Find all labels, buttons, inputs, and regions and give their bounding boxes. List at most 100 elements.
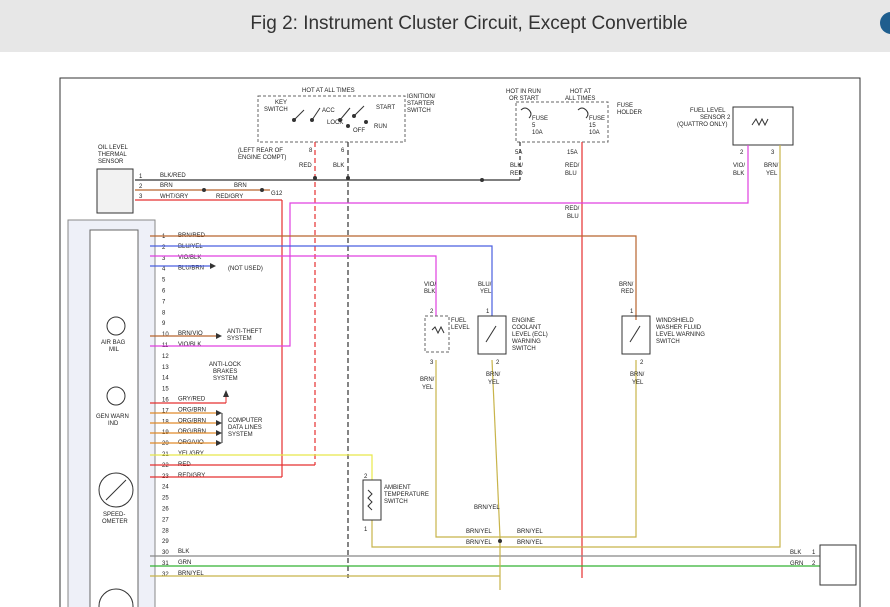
cdl-l3: SYSTEM bbox=[228, 432, 253, 438]
cluster-wire-label-17: ORG/BRN bbox=[178, 407, 206, 413]
wire-vio-blk bbox=[150, 145, 749, 347]
wire-yel-gry bbox=[150, 454, 373, 480]
fl-l2: LEVEL bbox=[451, 325, 470, 331]
amb-p2: 2 bbox=[364, 474, 368, 480]
ign-pin-6: 6 bbox=[341, 148, 345, 154]
wire-brn-red bbox=[150, 235, 637, 320]
ignition-hot-label: HOT AT ALL TIMES bbox=[302, 88, 355, 94]
cluster-pin-22: 22 bbox=[162, 463, 169, 469]
diagram-frame bbox=[59, 77, 861, 607]
cluster-pin-25: 25 bbox=[162, 496, 169, 502]
fuse15-l1: FUSE bbox=[589, 116, 605, 122]
help-icon[interactable] bbox=[880, 12, 890, 34]
amb-l2: TEMPERATURE bbox=[384, 492, 429, 498]
ws-l4: SWITCH bbox=[656, 339, 680, 345]
oil-sensor-l1: OIL LEVEL bbox=[98, 145, 128, 151]
fuse5-l1: FUSE bbox=[532, 116, 548, 122]
gauge-icon bbox=[98, 588, 134, 607]
ecl-switch-contact bbox=[485, 325, 497, 343]
cluster-wire-label-21: YEL/GRY bbox=[178, 451, 204, 457]
fuse-holder-box bbox=[515, 101, 609, 143]
cluster-pin-8: 8 bbox=[162, 310, 166, 316]
ignition-title-2: STARTER bbox=[407, 101, 435, 107]
fuel-level-sensor-box bbox=[424, 315, 450, 353]
cluster-pin-27: 27 bbox=[162, 517, 169, 523]
oil-pin-2: 2 bbox=[139, 184, 143, 190]
airbag-l2: MIL bbox=[109, 347, 120, 353]
cluster-pin-16: 16 bbox=[162, 398, 169, 404]
ws-l1: WINDSHIELD bbox=[656, 318, 694, 324]
g12-label: G12 bbox=[271, 191, 283, 197]
fuel-sensor2-l1: FUEL LEVEL bbox=[690, 108, 726, 114]
oil-brn2: BRN bbox=[234, 183, 247, 189]
ground-p1: 1 bbox=[812, 550, 816, 556]
junction-c: BRN/YEL bbox=[517, 529, 543, 535]
cluster-pin-20: 20 bbox=[162, 441, 169, 447]
fuel-level-resistor bbox=[431, 325, 445, 335]
fs2-pin2: 2 bbox=[740, 150, 744, 156]
ecl-yel2: YEL bbox=[488, 380, 500, 386]
cluster-wire-label-30: BLK bbox=[178, 549, 189, 555]
fs2-vio: VIO/ bbox=[733, 163, 745, 169]
ws-l2: WASHER FLUID bbox=[656, 325, 702, 331]
instrument-cluster-inner bbox=[89, 229, 139, 607]
ecl-p2: 2 bbox=[496, 360, 500, 366]
fuse5-l2: 5 bbox=[532, 123, 536, 129]
cluster-pin-30: 30 bbox=[162, 550, 169, 556]
ign-red-label: RED bbox=[299, 163, 312, 169]
ecl-l2: COOLANT bbox=[512, 325, 541, 331]
wire-blu-yel bbox=[150, 245, 493, 316]
cluster-pin-18: 18 bbox=[162, 419, 169, 425]
fl-l1: FUEL bbox=[451, 318, 467, 324]
ecl-p1: 1 bbox=[486, 309, 490, 315]
cluster-pin-10: 10 bbox=[162, 332, 169, 338]
acc-label: ACC bbox=[322, 108, 335, 114]
ws-yel: YEL bbox=[632, 380, 644, 386]
fl-blk: BLK bbox=[424, 289, 435, 295]
oil-sensor-box bbox=[96, 168, 134, 214]
cdl-l2: DATA LINES bbox=[228, 425, 262, 431]
ground-connector-box bbox=[819, 544, 857, 586]
junction-b: BRN/YEL bbox=[466, 529, 492, 535]
cluster-wire-label-23: RED/GRY bbox=[178, 473, 205, 479]
ecl-l5: SWITCH bbox=[512, 346, 536, 352]
oil-sensor-l2: THERMAL bbox=[98, 152, 127, 158]
fuse-hot-run-2: OR START bbox=[509, 96, 539, 102]
cluster-indicators bbox=[98, 316, 134, 607]
ecl-brn: BRN/ bbox=[486, 372, 501, 378]
wire-brn-yel-fs2 bbox=[500, 145, 781, 548]
cluster-wire-label-19: ORG/BRN bbox=[178, 429, 206, 435]
genwarn-l2: IND bbox=[108, 421, 119, 427]
fuse-blk: BLK/ bbox=[510, 163, 523, 169]
antitheft-l2: SYSTEM bbox=[227, 336, 252, 342]
abs-l1: ANTI-LOCK bbox=[209, 362, 241, 368]
wire-ecl-ground bbox=[491, 359, 501, 538]
ecl-l1: ENGINE bbox=[512, 318, 535, 324]
cluster-wire-label-11: VIO/BLK bbox=[178, 342, 201, 348]
cluster-pin-6: 6 bbox=[162, 289, 166, 295]
fuse-hot-all-2: ALL TIMES bbox=[565, 96, 595, 102]
not-used-label: (NOT USED) bbox=[228, 266, 263, 272]
fl-brn: BRN/ bbox=[420, 377, 435, 383]
off-label: OFF bbox=[353, 128, 365, 134]
fs2-pin3: 3 bbox=[771, 150, 775, 156]
ecl-switch-box bbox=[477, 315, 507, 355]
cluster-pin-26: 26 bbox=[162, 507, 169, 513]
ground-grn: GRN bbox=[790, 561, 803, 567]
speedo-l1: SPEED- bbox=[103, 512, 125, 518]
ignition-title-1: IGNITION/ bbox=[407, 94, 436, 100]
amb-l3: SWITCH bbox=[384, 499, 408, 505]
cluster-pin-31: 31 bbox=[162, 561, 169, 567]
washer-switch-box bbox=[621, 315, 651, 355]
cdl-l1: COMPUTER bbox=[228, 418, 263, 424]
fuse-red: RED bbox=[510, 171, 523, 177]
ws-red: RED bbox=[621, 289, 634, 295]
ground-blk: BLK bbox=[790, 550, 801, 556]
fl-vio: VIO/ bbox=[424, 282, 436, 288]
airbag-l1: AIR BAG bbox=[101, 340, 126, 346]
ecl-l3: LEVEL (ECL) bbox=[512, 332, 548, 338]
ecl-yel: YEL bbox=[480, 289, 492, 295]
cluster-wire-label-32: BRN/YEL bbox=[178, 571, 204, 577]
ign-pin-8: 8 bbox=[309, 148, 313, 154]
